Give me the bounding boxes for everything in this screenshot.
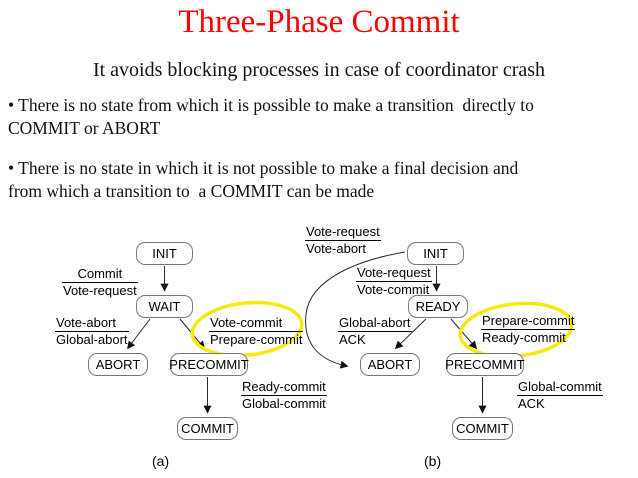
- bullet-point-1: • There is no state from which it is pos…: [8, 95, 534, 138]
- label-bottom: Vote-request: [63, 283, 137, 298]
- caption-b: (b): [424, 453, 442, 469]
- label-top: Vote-abort: [55, 316, 129, 332]
- label-b-ready-abort: Global-abort ACK: [338, 316, 412, 346]
- label-b-ready-precommit: Prepare-commit Ready-commit: [481, 313, 576, 345]
- label-top: Global-commit: [517, 379, 603, 396]
- page-title: Three-Phase Commit: [178, 4, 460, 40]
- label-b-init-abort: Vote-request Vote-abort: [305, 225, 381, 255]
- state-b-init: INIT: [407, 242, 464, 265]
- caption-a: (a): [152, 453, 170, 469]
- subtitle: It avoids blocking processes in case of …: [92, 59, 546, 81]
- label-bottom: ACK: [518, 396, 545, 411]
- label-top: Vote-request: [305, 224, 381, 241]
- label-a-precommit-commit: Ready-commit Global-commit: [241, 380, 327, 410]
- label-top: Prepare-commit: [481, 313, 576, 330]
- state-a-abort: ABORT: [88, 353, 148, 376]
- state-a-precommit: PRECOMMIT: [169, 353, 249, 376]
- label-a-wait-abort: Vote-abort Global-abort: [55, 316, 129, 346]
- label-bottom: Global-abort: [56, 332, 128, 347]
- label-bottom: Global-commit: [242, 396, 326, 411]
- label-b-precommit-commit: Global-commit ACK: [517, 380, 603, 410]
- label-top: Ready-commit: [241, 379, 327, 396]
- label-bottom: Ready-commit: [482, 330, 566, 345]
- label-a-init-wait: Commit Vote-request: [62, 267, 138, 297]
- state-b-abort: ABORT: [360, 353, 420, 376]
- label-a-wait-precommit: Vote-commit Prepare-commit: [209, 316, 304, 347]
- label-top: Vote-request: [356, 265, 432, 282]
- bullet-point-2: • There is no state in which it is not p…: [8, 158, 519, 201]
- label-top: Commit: [62, 267, 138, 283]
- label-top: Vote-commit: [209, 316, 304, 332]
- label-bottom: Prepare-commit: [210, 332, 303, 347]
- state-b-precommit: PRECOMMIT: [445, 353, 525, 376]
- state-b-commit: COMMIT: [452, 417, 513, 440]
- arrow-a-wait-abort: [127, 318, 151, 350]
- label-bottom: Vote-commit: [357, 282, 430, 297]
- state-a-commit: COMMIT: [177, 417, 238, 440]
- state-a-wait: WAIT: [136, 295, 193, 318]
- label-top: Global-abort: [338, 315, 412, 332]
- arrow-b-init-abort-curve: [305, 251, 406, 369]
- state-a-init: INIT: [136, 242, 193, 265]
- state-b-ready: READY: [408, 295, 468, 318]
- label-bottom: Vote-abort: [306, 241, 366, 256]
- arrow-b-ready-precommit: [450, 318, 478, 350]
- highlight-ellipse-a: [190, 300, 304, 358]
- arrow-b-ready-abort: [394, 318, 427, 350]
- label-bottom: ACK: [339, 332, 366, 347]
- label-b-init-ready: Vote-request Vote-commit: [356, 266, 432, 296]
